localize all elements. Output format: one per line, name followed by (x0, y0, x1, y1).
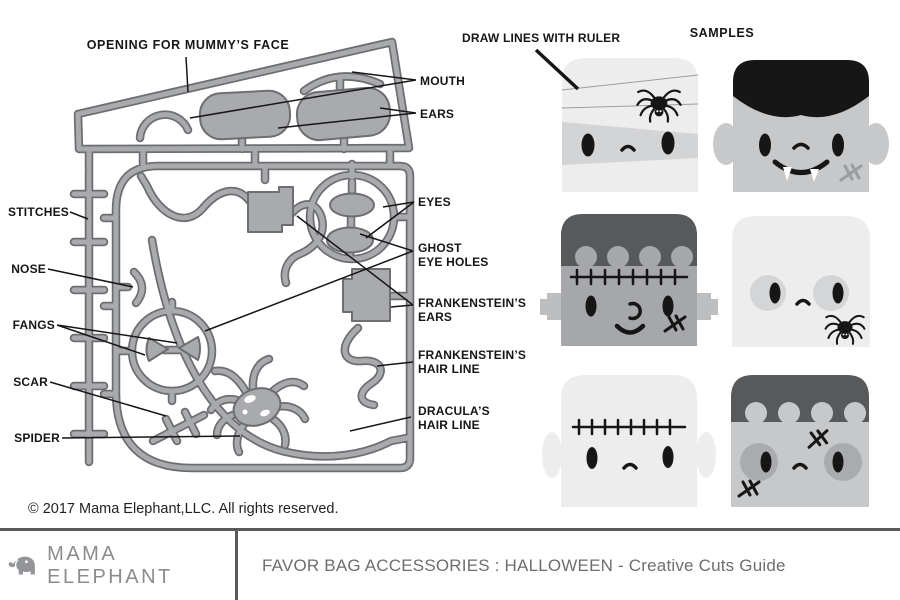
dracula-left-eye (759, 133, 771, 157)
mummy-right-eye (661, 131, 675, 155)
dracula-nose (792, 142, 810, 150)
ear-die-1 (198, 89, 292, 141)
fang-die-left (145, 337, 169, 362)
leader-lines (47, 56, 417, 439)
opening-for-mummys-face-label: OPENING FOR MUMMY’S FACE (87, 38, 290, 52)
mummy-wrap-lines (561, 74, 699, 109)
mummy-nose (620, 144, 636, 152)
frankenstein-ear-die-1 (247, 186, 294, 233)
dracula-right-ear (863, 123, 889, 165)
stitches-label: STITCHES (8, 205, 69, 219)
ear-die-2 (295, 86, 392, 142)
dracula-left-ear (713, 123, 739, 165)
frankenstein-right-eye (662, 295, 674, 317)
frankenstein-nose (628, 301, 642, 321)
document-title: FAVOR BAG ACCESSORIES : HALLOWEEN - Crea… (262, 555, 786, 575)
brand-logo: MAMA ELEPHANT (0, 531, 236, 600)
frankenstein-hair-scallops (575, 246, 693, 268)
frankenstein-ear-die-2 (342, 268, 391, 322)
stitched-face-right-eye (662, 446, 674, 468)
spider-die-spots (242, 395, 270, 417)
frankenstein-mouth (614, 323, 646, 335)
frankenstein-left-eye (585, 295, 597, 317)
ghost-nose (795, 298, 811, 306)
ghost-eye-holes-label-1: GHOST (418, 241, 462, 255)
ruler-arrow (534, 48, 580, 91)
eyes-label: EYES (418, 195, 451, 209)
ears-label: EARS (420, 107, 454, 121)
mummy-left-eye (581, 133, 595, 157)
sample-mummy (561, 58, 699, 192)
dracula-fangs (783, 167, 819, 182)
fang-die-right (178, 336, 201, 361)
ghost-left-pupil (769, 282, 781, 304)
elephant-icon (8, 556, 35, 575)
footer-divider (235, 531, 238, 600)
stitched-face-left-eye (586, 447, 598, 469)
nose-label: NOSE (11, 262, 46, 276)
fangs-label: FANGS (13, 318, 55, 332)
brand-name: MAMA ELEPHANT (47, 542, 173, 588)
sample-frankenstein (540, 214, 718, 346)
frankensteins-hair-line-label-2: HAIR LINE (418, 362, 480, 376)
dracula-right-eye (832, 133, 844, 157)
frankensteins-ears-label-2: EARS (418, 310, 452, 324)
ghost-right-pupil (832, 282, 844, 304)
sample-ghost (732, 216, 870, 347)
die-plate-diagram: OPENING FOR MUMMY’S FACE MOUTH EARS EYES… (8, 38, 526, 468)
sample-stitched-face (542, 375, 716, 507)
frankensteins-ears-label-1: FRANKENSTEIN’S (418, 296, 526, 310)
guide-artwork: OPENING FOR MUMMY’S FACE MOUTH EARS EYES… (8, 26, 889, 507)
stitched-face-right-ear (696, 432, 716, 478)
draculas-hair-line-label-1: DRACULA’S (418, 404, 490, 418)
draw-lines-with-ruler-label: DRAW LINES WITH RULER (462, 31, 620, 45)
ghost-face (732, 216, 870, 347)
spider-die-body (232, 387, 282, 427)
samples-heading: SAMPLES (690, 26, 755, 40)
mouth-label: MOUTH (420, 74, 465, 88)
copyright-text: © 2017 Mama Elephant,LLC. All rights res… (28, 501, 339, 517)
stitched-face (561, 375, 697, 507)
dracula-mouth (772, 159, 830, 175)
frankenstein-stitches (569, 268, 689, 286)
frankenstein-bolts (540, 293, 718, 320)
stitched-face-stitches (571, 418, 687, 436)
sample-dracula (713, 60, 889, 192)
frankenstein-variant-left-pupil (760, 451, 772, 473)
footer-bar: MAMA ELEPHANT FAVOR BAG ACCESSORIES : HA… (0, 528, 900, 600)
stitched-face-left-ear (542, 432, 562, 478)
frankenstein-variant-nose (792, 462, 808, 470)
ghost-eye-holes-label-2: EYE HOLES (418, 255, 488, 269)
sample-frankenstein-variant (731, 375, 869, 507)
frankenstein-variant-left-eye-hole (740, 443, 778, 481)
ghost-left-eye-hole (750, 275, 786, 311)
mummy-face-band (562, 122, 698, 165)
spider-label: SPIDER (14, 431, 60, 445)
frankenstein-variant-hair-scallops (745, 402, 866, 424)
eye-die-1 (329, 192, 375, 218)
dracula-hair (733, 60, 869, 118)
ghost-right-eye-hole (813, 275, 849, 311)
draculas-hair-line-label-2: HAIR LINE (418, 418, 480, 432)
eye-die-2 (326, 226, 374, 254)
scar-label: SCAR (13, 375, 48, 389)
frankensteins-hair-line-label-1: FRANKENSTEIN’S (418, 348, 526, 362)
stitched-face-nose (622, 462, 638, 470)
frankenstein-variant-right-pupil (832, 451, 844, 473)
